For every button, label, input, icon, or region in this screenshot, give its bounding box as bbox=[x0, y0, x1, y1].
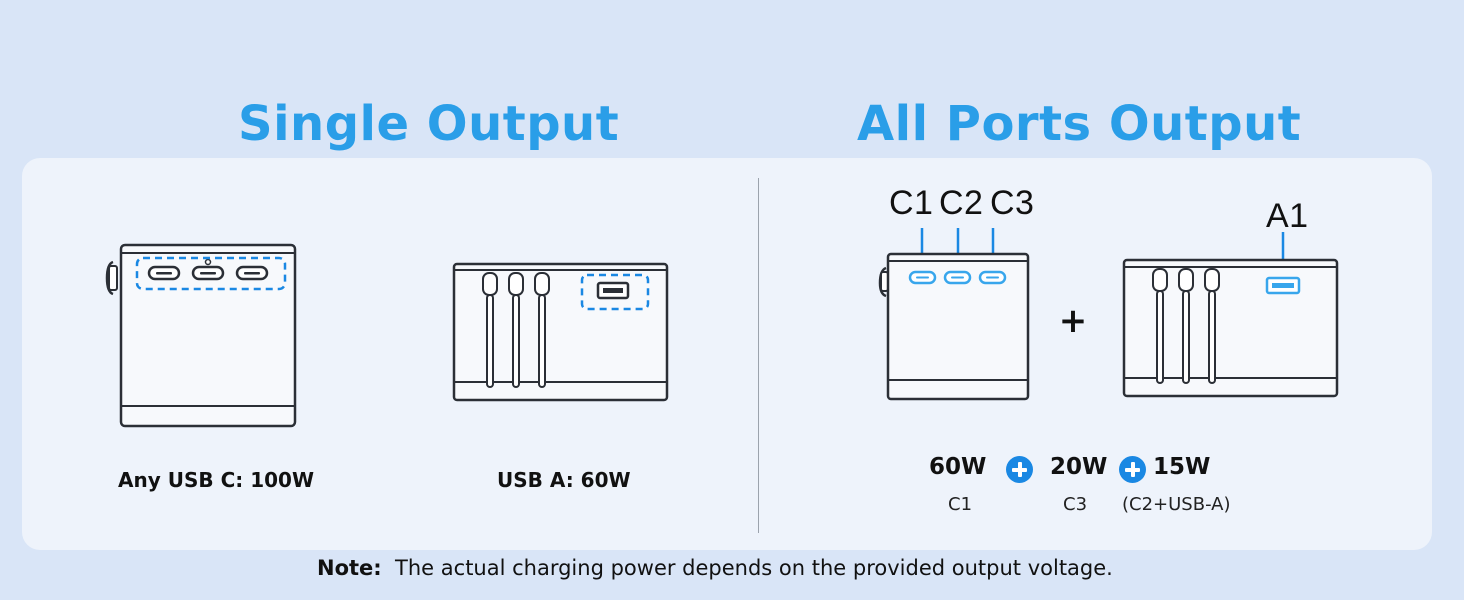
section-divider bbox=[758, 178, 759, 533]
usb-a-highlight-box bbox=[580, 273, 650, 311]
note-text: The actual charging power depends on the… bbox=[395, 556, 1113, 580]
charger-usb-a-illustration bbox=[452, 262, 669, 402]
plus-circle-icon bbox=[1006, 456, 1033, 483]
charger-all-c-ports-illustration bbox=[878, 228, 1030, 401]
all-ports-output-title: All Ports Output bbox=[857, 96, 1302, 152]
usb-c-highlight-box bbox=[135, 256, 287, 291]
port-label-c1: C1 bbox=[889, 184, 934, 222]
power-value-c3: 20W bbox=[1050, 454, 1108, 480]
single-output-title: Single Output bbox=[238, 96, 620, 152]
port-label-a1: A1 bbox=[1266, 197, 1309, 235]
power-port-c3: C3 bbox=[1063, 494, 1088, 515]
note-label: Note: bbox=[317, 556, 382, 580]
footnote: Note: The actual charging power depends … bbox=[317, 556, 1113, 580]
power-port-c2-usb-a: (C2+USB-A) bbox=[1122, 494, 1231, 515]
port-label-c2: C2 bbox=[939, 184, 984, 222]
plus-icon: + bbox=[1058, 301, 1088, 341]
charger-usb-c-illustration bbox=[105, 243, 297, 428]
charger-usb-a-port-a1-illustration bbox=[1122, 232, 1339, 398]
usb-a-caption: USB A: 60W bbox=[497, 468, 631, 492]
power-value-c1: 60W bbox=[929, 454, 987, 480]
power-value-c2-usb-a: 15W bbox=[1153, 454, 1211, 480]
port-label-c3: C3 bbox=[990, 184, 1035, 222]
plus-circle-icon bbox=[1119, 456, 1146, 483]
power-port-c1: C1 bbox=[948, 494, 973, 515]
usb-c-caption: Any USB C: 100W bbox=[118, 468, 315, 492]
